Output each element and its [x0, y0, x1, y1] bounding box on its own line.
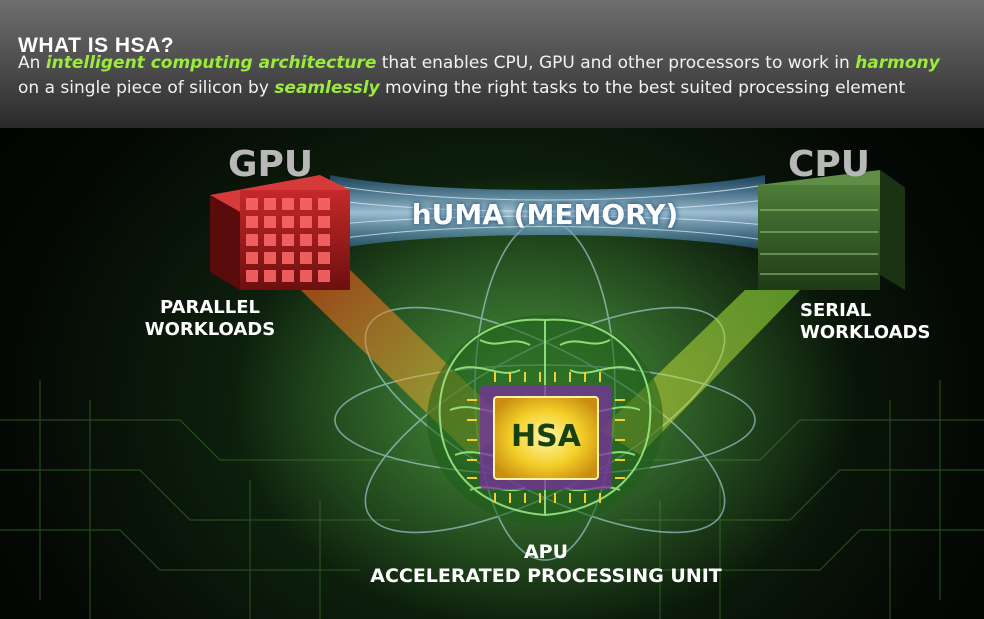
- cpu-label-line2: WORKLOADS: [800, 322, 931, 343]
- cpu-label-line1: SERIAL: [800, 300, 872, 321]
- gpu-label-line1: PARALLEL: [160, 297, 260, 318]
- gpu-workload-label: PARALLEL WORKLOADS: [120, 297, 300, 341]
- cpu-workload-label: SERIAL WORKLOADS: [800, 300, 980, 344]
- gpu-title: GPU: [228, 144, 314, 185]
- desc-text: that enables CPU, GPU and other processo…: [376, 53, 856, 73]
- desc-highlight: seamlessly: [274, 78, 380, 98]
- desc-text: moving the right tasks to the best suite…: [379, 78, 906, 98]
- gpu-label-line2: WORKLOADS: [144, 319, 276, 340]
- gpu-cube: [210, 175, 350, 290]
- cpu-cube: [758, 170, 905, 290]
- slide-title: WHAT IS HSA?: [18, 34, 175, 57]
- desc-text: on a single piece of silicon by: [18, 78, 275, 98]
- hsa-chip-label: HSA: [511, 419, 581, 454]
- desc-text: An: [18, 53, 46, 73]
- apu-label: APU ACCELERATED PROCESSING UNIT: [300, 540, 792, 588]
- desc-highlight: harmony: [855, 53, 940, 73]
- memory-label: hUMA (MEMORY): [411, 198, 679, 231]
- cpu-title: CPU: [788, 144, 871, 185]
- apu-label-line2: ACCELERATED PROCESSING UNIT: [370, 565, 722, 587]
- desc-highlight: intelligent computing architecture: [45, 53, 377, 73]
- hsa-chip: [467, 372, 625, 503]
- header-bar: [0, 0, 984, 128]
- huma-memory-stream: [329, 175, 766, 250]
- slide-description: An intelligent computing architecture th…: [18, 51, 958, 101]
- apu-label-line1: APU: [523, 541, 569, 563]
